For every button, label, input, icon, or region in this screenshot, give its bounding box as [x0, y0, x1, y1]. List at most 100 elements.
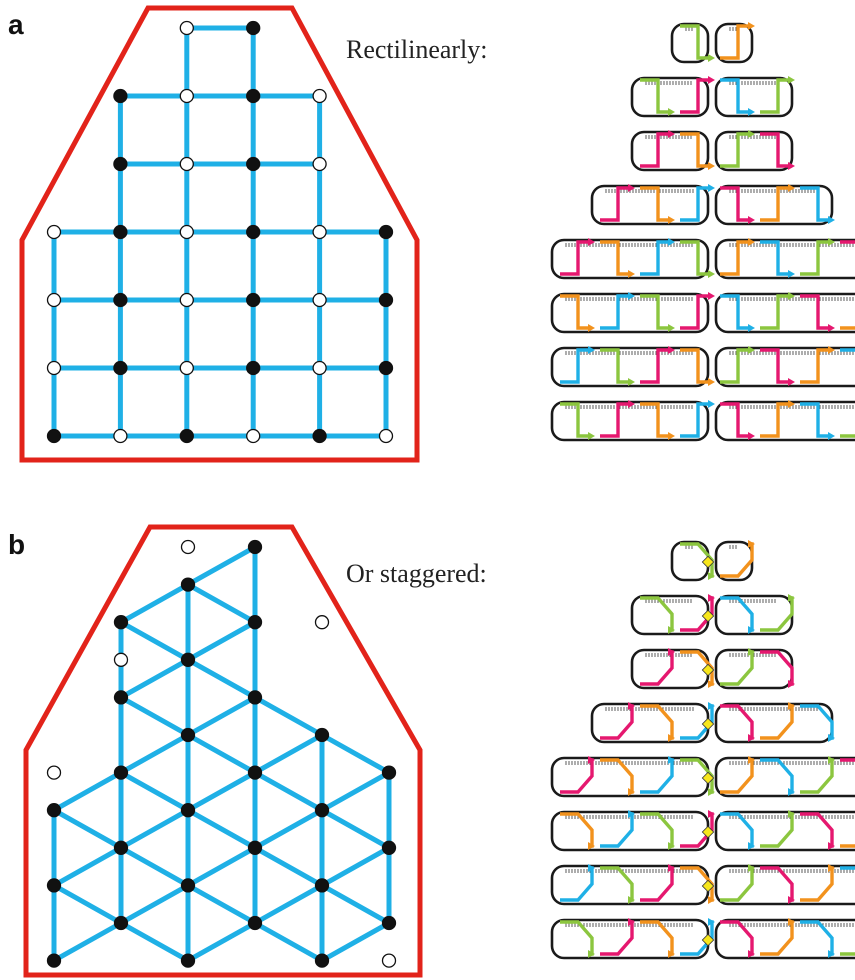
strand-arrowhead [588, 346, 595, 354]
crossover-marker [701, 663, 715, 677]
scaffold-loop [714, 184, 834, 226]
staple-strand [560, 402, 588, 438]
strand-arrowhead [788, 702, 795, 710]
lattice-edge [119, 732, 190, 775]
scaffold-loop [550, 346, 710, 388]
strand-arrowhead [668, 756, 675, 764]
helix-node-black [246, 360, 261, 376]
lattice-edge [52, 920, 123, 963]
strand-arrowhead [708, 702, 715, 710]
helix-node-white [314, 615, 330, 630]
strand-arrowhead [748, 22, 755, 30]
helix-node-black [381, 840, 397, 855]
strand-arrowhead [748, 540, 755, 548]
helix-node-black [113, 615, 129, 630]
strand-arrowhead [628, 810, 635, 818]
strand-arrowhead [748, 238, 755, 246]
strand-arrowhead [708, 76, 715, 84]
staple-strand [760, 78, 788, 114]
lattice-edge [320, 845, 391, 888]
lattice-edge [186, 544, 257, 587]
strand-arrowhead [708, 378, 715, 386]
crossover-marker [701, 825, 715, 839]
panel-b-caption: Or staggered: [346, 559, 487, 588]
helix-node-black [113, 840, 129, 855]
helix-node-black [246, 224, 261, 240]
staple-strand [720, 78, 748, 114]
staple-strand [640, 294, 668, 330]
scaffold-loop [550, 238, 710, 280]
panel-a-helix-diagram [550, 22, 855, 442]
staple-strand [800, 294, 828, 330]
lattice-edge [52, 770, 123, 813]
helix-node-black [113, 224, 128, 240]
scaffold-loop [714, 22, 754, 64]
helix-node-black [113, 88, 128, 104]
helix-node-white [179, 292, 194, 308]
lattice-edge [186, 732, 257, 775]
lattice-edge [119, 845, 190, 888]
helix-node-black [378, 360, 394, 376]
strand-arrowhead [668, 626, 675, 634]
scaffold-loop [714, 918, 855, 960]
strand-arrowhead [828, 324, 835, 332]
lattice-edge [119, 582, 190, 625]
helix-node-black [381, 765, 397, 780]
strand-arrowhead [748, 950, 755, 958]
crossover-marker [701, 771, 715, 785]
helix-node-black [247, 539, 263, 555]
staple-strand [600, 294, 628, 330]
strand-arrowhead [588, 238, 595, 246]
staple-strand [840, 326, 855, 330]
strand-arrowhead [788, 184, 795, 192]
helix-node-white [381, 953, 397, 968]
strand-arrowhead [788, 594, 795, 602]
strand-arrowhead [668, 108, 675, 116]
crossover-marker [701, 717, 715, 731]
helix-node-white [246, 428, 261, 444]
lattice-edge [186, 695, 257, 738]
scaffold-loop [714, 810, 855, 852]
panel-b: b Or staggered: [8, 524, 855, 978]
panel-b-lattice-nodes [46, 539, 397, 968]
strand-arrowhead [588, 950, 595, 958]
strand-arrowhead [708, 54, 715, 62]
staple-strand [680, 78, 708, 114]
strand-arrowhead [708, 270, 715, 278]
staple-strand [760, 132, 788, 168]
staple-strand [640, 240, 668, 276]
crossover-marker [701, 933, 715, 947]
scaffold-loop [630, 76, 710, 118]
panel-a-lattice-nodes [46, 20, 394, 444]
lattice-edge [186, 883, 257, 926]
strand-arrowhead [668, 238, 675, 246]
scaffold-loop [670, 22, 710, 64]
lattice-edge [186, 808, 257, 850]
strand-arrowhead [668, 842, 675, 850]
helix-node-black [180, 577, 196, 592]
lattice-edge [119, 920, 190, 963]
helix-node-white [378, 428, 394, 444]
lattice-edge [186, 620, 257, 662]
helix-node-black [180, 652, 196, 667]
staple-strand [640, 402, 668, 438]
strand-arrowhead [748, 108, 755, 116]
helix-node-white [46, 292, 62, 308]
staple-strand [840, 348, 855, 352]
lattice-edge [253, 732, 324, 775]
lattice-edge [253, 695, 324, 738]
helix-node-white [46, 224, 62, 240]
staple-strand [800, 402, 828, 438]
strand-arrowhead [628, 702, 635, 710]
helix-node-black [179, 428, 194, 444]
strand-arrowhead [708, 680, 715, 688]
helix-node-white [179, 88, 194, 104]
helix-node-white [113, 652, 129, 667]
helix-node-white [312, 292, 327, 308]
staple-strand [800, 348, 828, 384]
lattice-edge [52, 808, 123, 850]
helix-node-white [46, 765, 62, 780]
staple-strand [840, 434, 855, 438]
helix-node-black [180, 727, 196, 743]
helix-node-black [378, 292, 394, 308]
